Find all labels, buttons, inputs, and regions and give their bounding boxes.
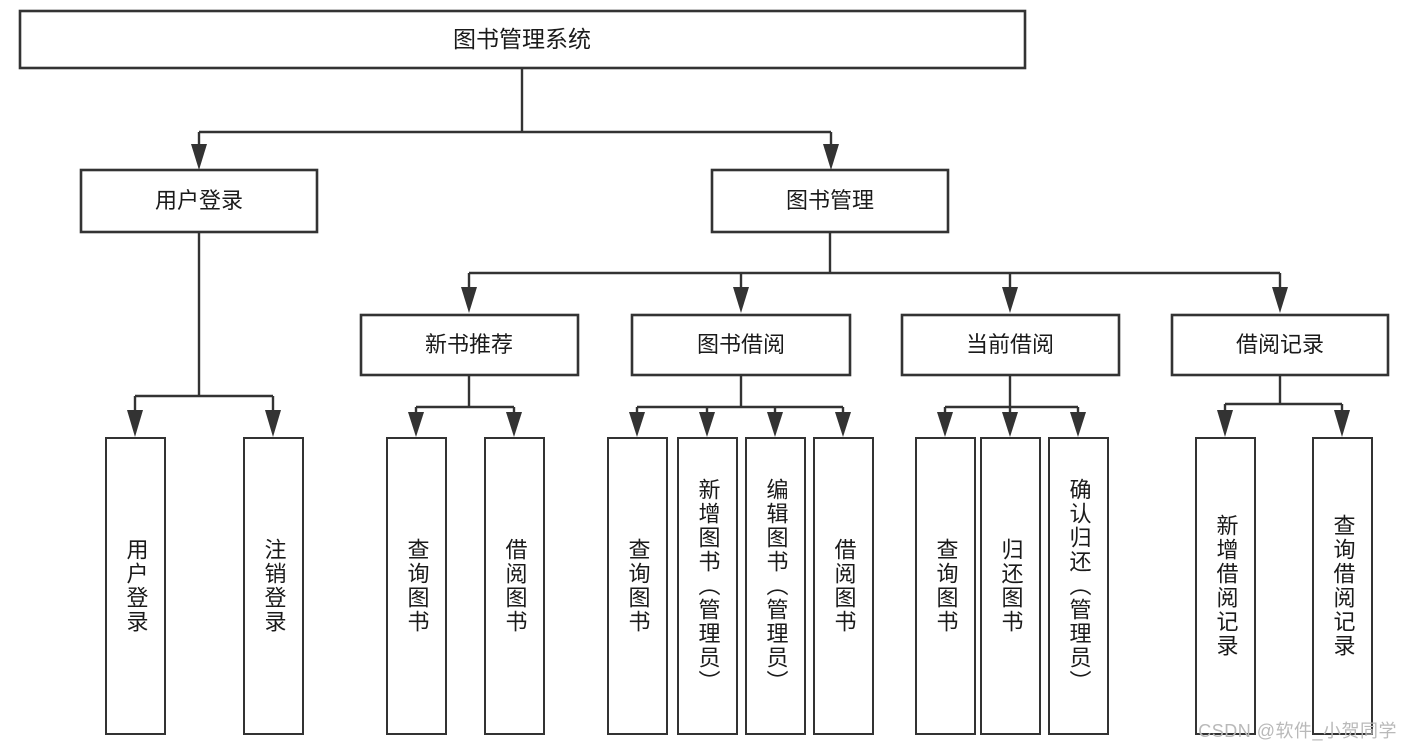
leaf-box-confirm-return-admin[interactable]: 确认归还（管理员） xyxy=(1048,437,1109,735)
leaf-label-add-book-admin: 新增图书（管理员） xyxy=(695,478,721,694)
connector-borrow-record-to-leaves xyxy=(1217,375,1350,437)
leaf-label-user-login: 用户登录 xyxy=(123,538,149,634)
node-book-borrow[interactable]: 图书借阅 xyxy=(630,313,852,377)
level3-label-current-borrow: 当前借阅 xyxy=(966,332,1054,357)
arrow-head-icon xyxy=(265,410,281,437)
leaf-label-query-borrow-record: 查询借阅记录 xyxy=(1330,514,1356,658)
arrow-head-icon xyxy=(767,412,783,437)
level2-label-user-login: 用户登录 xyxy=(155,188,243,213)
arrow-head-icon xyxy=(1217,410,1233,437)
arrow-head-icon xyxy=(1002,287,1018,313)
root-label: 图书管理系统 xyxy=(453,26,591,52)
leaf-box-edit-book-admin[interactable]: 编辑图书（管理员） xyxy=(745,437,806,735)
leaf-label-query-book-recommend: 查询图书 xyxy=(404,538,430,634)
level3-label-borrow-record: 借阅记录 xyxy=(1236,332,1324,357)
arrow-head-icon xyxy=(191,144,207,170)
connector-book-borrow-to-leaves xyxy=(629,375,851,437)
arrow-head-icon xyxy=(733,287,749,313)
leaf-label-add-borrow-record: 新增借阅记录 xyxy=(1213,514,1239,658)
arrow-head-icon xyxy=(1334,410,1350,437)
connector-user-login-to-leaves xyxy=(127,232,281,437)
leaf-label-query-book-current: 查询图书 xyxy=(933,538,959,634)
arrow-head-icon xyxy=(629,412,645,437)
node-borrow-record[interactable]: 借阅记录 xyxy=(1170,313,1390,377)
leaf-box-add-borrow-record[interactable]: 新增借阅记录 xyxy=(1195,437,1256,735)
arrow-head-icon xyxy=(408,412,424,437)
node-book-management[interactable]: 图书管理 xyxy=(710,168,950,234)
connector-root-to-level2 xyxy=(191,68,839,170)
level3-label-new-book-recommend: 新书推荐 xyxy=(425,332,513,357)
leaf-box-add-book-admin[interactable]: 新增图书（管理员） xyxy=(677,437,738,735)
arrow-head-icon xyxy=(699,412,715,437)
leaf-box-query-book-borrow[interactable]: 查询图书 xyxy=(607,437,668,735)
leaf-label-query-book-borrow: 查询图书 xyxy=(625,538,651,634)
leaf-box-logout[interactable]: 注销登录 xyxy=(243,437,304,735)
arrow-head-icon xyxy=(823,144,839,170)
node-root[interactable]: 图书管理系统 xyxy=(18,9,1027,70)
leaf-box-borrow-book[interactable]: 借阅图书 xyxy=(813,437,874,735)
connector-book-management-to-level3 xyxy=(461,232,1288,313)
leaf-label-edit-book-admin: 编辑图书（管理员） xyxy=(763,478,789,694)
connector-current-borrow-to-leaves xyxy=(937,375,1086,437)
leaf-box-query-borrow-record[interactable]: 查询借阅记录 xyxy=(1312,437,1373,735)
leaf-label-logout: 注销登录 xyxy=(261,538,287,634)
leaf-box-query-book-current[interactable]: 查询图书 xyxy=(915,437,976,735)
level3-box-new-book-recommend[interactable] xyxy=(359,313,580,377)
arrow-head-icon xyxy=(127,410,143,437)
node-current-borrow[interactable]: 当前借阅 xyxy=(900,313,1121,377)
node-new-book-recommend[interactable]: 新书推荐 xyxy=(359,313,580,377)
leaf-box-borrow-book-recommend[interactable]: 借阅图书 xyxy=(484,437,545,735)
leaf-label-confirm-return-admin: 确认归还（管理员） xyxy=(1066,478,1092,694)
leaf-label-borrow-book-recommend: 借阅图书 xyxy=(502,538,528,634)
level3-box-book-borrow[interactable] xyxy=(630,313,852,377)
level3-box-current-borrow[interactable] xyxy=(900,313,1121,377)
leaf-label-borrow-book: 借阅图书 xyxy=(831,538,857,634)
arrow-head-icon xyxy=(1272,287,1288,313)
level3-label-book-borrow: 图书借阅 xyxy=(697,332,785,357)
leaf-box-user-login[interactable]: 用户登录 xyxy=(105,437,166,735)
node-user-login[interactable]: 用户登录 xyxy=(79,168,319,234)
leaf-label-return-book: 归还图书 xyxy=(998,538,1024,634)
arrow-head-icon xyxy=(937,412,953,437)
arrow-head-icon xyxy=(1002,412,1018,437)
level2-label-book-management: 图书管理 xyxy=(786,188,874,213)
root-box[interactable] xyxy=(18,9,1027,70)
leaf-box-return-book[interactable]: 归还图书 xyxy=(980,437,1041,735)
arrow-head-icon xyxy=(461,287,477,313)
leaf-box-query-book-recommend[interactable]: 查询图书 xyxy=(386,437,447,735)
arrow-head-icon xyxy=(1070,412,1086,437)
connector-new-book-recommend-to-leaves xyxy=(408,375,522,437)
arrow-head-icon xyxy=(835,412,851,437)
arrow-head-icon xyxy=(506,412,522,437)
